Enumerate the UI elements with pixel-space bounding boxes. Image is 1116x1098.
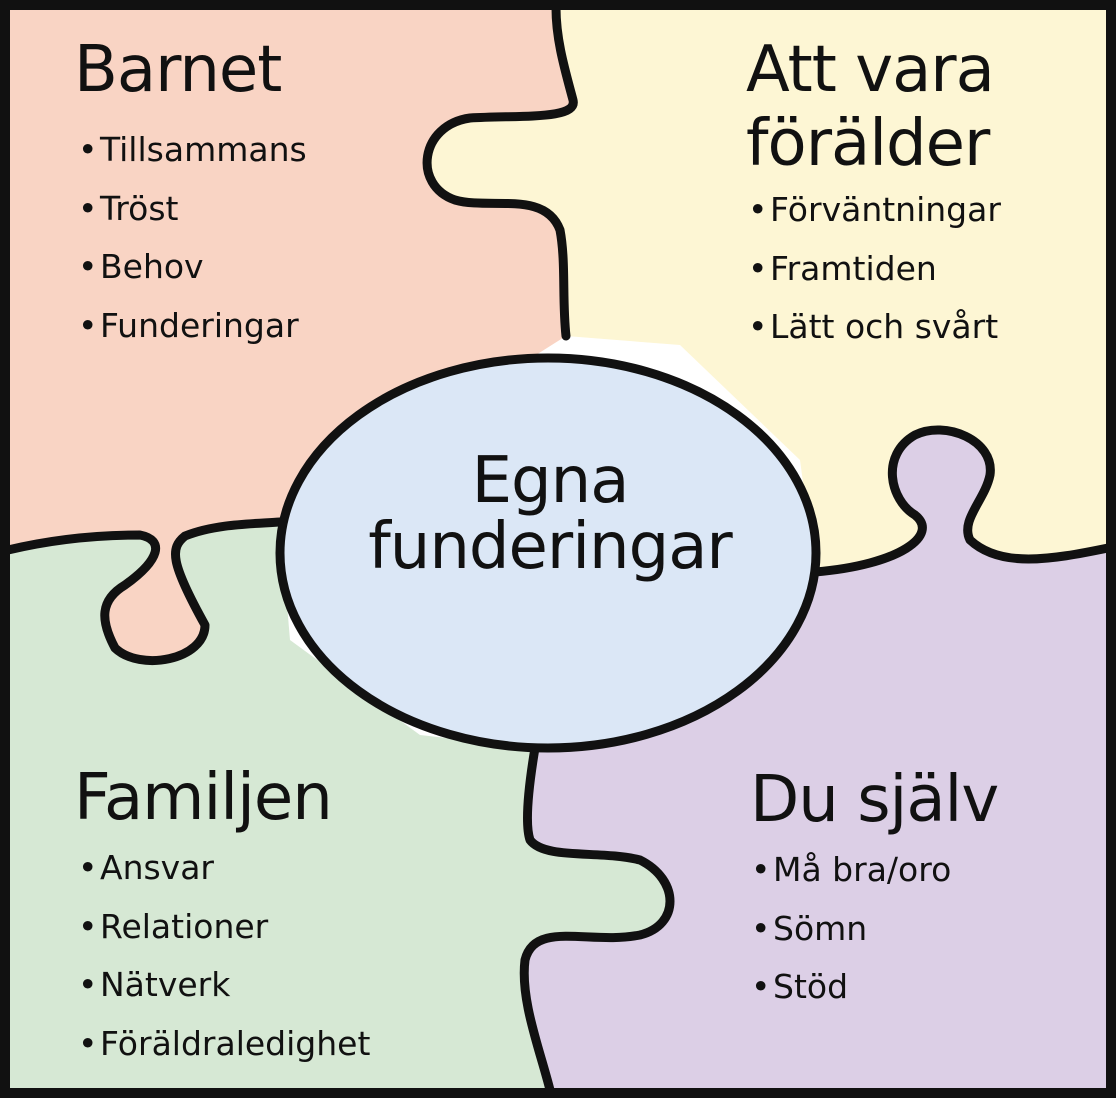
piece-barnet-shape: [8, 8, 574, 661]
foralder-title-line1: Att vara: [746, 33, 995, 107]
piece-foralder-shape: [427, 8, 1108, 572]
list-item: •Ansvar: [78, 848, 215, 887]
list-item: •Nätverk: [78, 965, 231, 1004]
piece-familjen-shape: [8, 522, 670, 1090]
center-label-line2: funderingar: [368, 510, 732, 584]
list-item: •Tröst: [78, 188, 179, 228]
sjalv-list: •Må bra/oro •Sömn •Stöd: [751, 850, 951, 1026]
familjen-title: Familjen: [74, 761, 333, 835]
foralder-title-line2: förälder: [746, 107, 990, 181]
list-item: •Föräldraledighet: [78, 1023, 371, 1063]
list-item: •Må bra/oro: [751, 850, 952, 889]
center-ellipse: [275, 353, 821, 753]
list-item: •Sömn: [751, 908, 868, 948]
sjalv-title: Du själv: [750, 763, 999, 837]
seam-top: [422, 3, 578, 341]
list-item: •Behov: [78, 247, 204, 286]
list-item: •Funderingar: [78, 305, 299, 345]
barnet-title: Barnet: [74, 33, 282, 107]
piece-sjalv-shape: [524, 429, 1108, 1090]
list-item: •Stöd: [751, 967, 849, 1006]
list-item: •Framtiden: [748, 248, 937, 288]
center-label-line1: Egna: [471, 444, 630, 518]
list-item: •Tillsammans: [78, 130, 307, 169]
list-item: •Relationer: [78, 906, 269, 946]
center-label: Egna funderingar: [300, 448, 800, 580]
barnet-list: •Tillsammans •Tröst •Behov •Funderingar: [78, 130, 307, 364]
seam-bottom: [519, 743, 675, 1095]
familjen-list: •Ansvar •Relationer •Nätverk •Föräldrale…: [78, 848, 370, 1082]
foralder-list: •Förväntningar •Framtiden •Lätt och svår…: [748, 190, 1001, 366]
seam-left: [3, 517, 285, 665]
list-item: •Förväntningar: [748, 190, 1001, 229]
list-item: •Lätt och svårt: [748, 307, 999, 346]
seam-right: [810, 425, 1113, 577]
